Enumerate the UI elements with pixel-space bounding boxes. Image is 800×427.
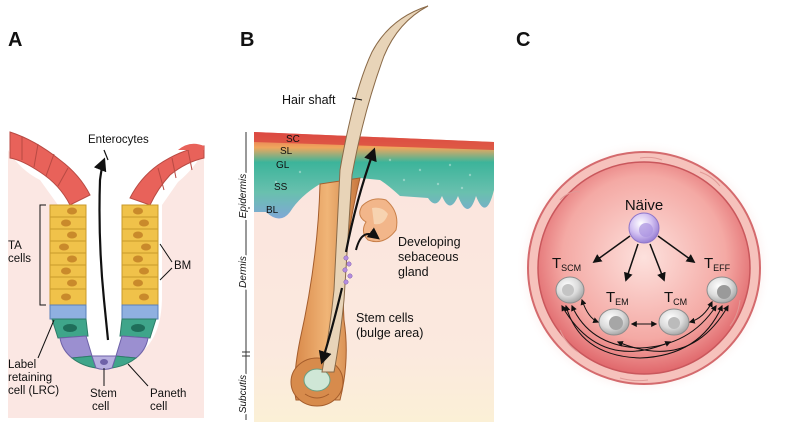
hair-shaft-pointer xyxy=(351,97,363,101)
tcm-label: TCM xyxy=(664,289,687,307)
gland-label-3: gland xyxy=(398,265,429,279)
teff-cell xyxy=(706,276,738,304)
ta-cells-label-1: TA xyxy=(8,240,22,252)
arrow-to-bulb xyxy=(318,287,344,365)
arrow-to-tscm xyxy=(592,235,631,264)
ss-label: SS xyxy=(274,182,288,193)
tscm-cell xyxy=(555,276,585,304)
hair-shaft-label: Hair shaft xyxy=(282,93,336,107)
tem-label: TEM xyxy=(606,289,629,307)
bm-pointer-2 xyxy=(159,267,173,281)
arrow-to-epidermis xyxy=(344,147,377,253)
lrc-cell-left xyxy=(49,304,87,320)
enterocytes-pointer xyxy=(103,149,109,161)
tscm-label: TSCM xyxy=(552,255,581,273)
arrow-to-tcm xyxy=(649,243,666,282)
paneth-label-2: cell xyxy=(150,401,167,413)
side-axis xyxy=(242,132,250,420)
bm-pointer-1 xyxy=(159,243,173,263)
lrc-pointer xyxy=(37,319,55,359)
stratum-corneum xyxy=(254,132,494,150)
panel-c-label: C xyxy=(516,29,530,51)
sl-label: SL xyxy=(280,146,293,157)
bm-label: BM xyxy=(174,260,191,272)
ta-bracket xyxy=(39,204,46,306)
ta-cells-label-2: cells xyxy=(8,253,31,265)
dermal-papilla xyxy=(303,368,331,392)
lrc-label-1: Label xyxy=(8,359,36,371)
gland-label-2: sebaceous xyxy=(398,250,458,264)
bulge-label-2: (bulge area) xyxy=(356,326,423,340)
panel-a-label: A xyxy=(8,29,22,51)
tcm-cell xyxy=(658,308,690,336)
lrc-label-3: cell (LRC) xyxy=(8,385,59,397)
arrow-to-teff xyxy=(657,235,696,264)
enterocytes-label: Enterocytes xyxy=(88,134,149,146)
paneth-label-1: Paneth xyxy=(150,388,186,400)
lrc-cell-right xyxy=(121,304,159,320)
crypt-base-cells xyxy=(49,304,159,370)
panel-b: B xyxy=(236,5,494,422)
epidermis-side-label: Epidermis xyxy=(238,174,249,218)
subcutis-side-label: Subcutis xyxy=(238,375,249,413)
interconversion-arrows xyxy=(561,298,729,359)
right-enterocytes xyxy=(129,143,205,206)
stem-label-1: Stem xyxy=(90,388,117,400)
migration-arrow xyxy=(93,157,110,341)
left-ta-cells xyxy=(49,204,87,306)
stem-label-2: cell xyxy=(92,401,109,413)
sc-label: SC xyxy=(286,134,300,145)
right-ta-cells xyxy=(121,204,159,306)
bulge-stem-cells xyxy=(342,255,353,285)
tem-cell xyxy=(598,308,630,336)
gland-label-1: Developing xyxy=(398,235,461,249)
arrow-to-tem xyxy=(624,243,639,282)
teff-label: TEFF xyxy=(704,255,731,273)
dermis-side-label: Dermis xyxy=(238,256,249,288)
panel-c: C Näive xyxy=(516,29,772,396)
bl-label: BL xyxy=(266,205,279,216)
bulge-label-1: Stem cells xyxy=(356,311,414,325)
gl-label: GL xyxy=(276,160,290,171)
paneth-pointer xyxy=(127,363,149,387)
panel-a: A xyxy=(8,29,205,418)
naive-label: Näive xyxy=(625,197,663,214)
epidermis-speckles xyxy=(274,158,472,190)
arrow-to-gland xyxy=(355,227,380,251)
epidermis xyxy=(254,132,494,219)
hair-shaft xyxy=(321,5,429,373)
lrc-label-2: retaining xyxy=(8,372,52,384)
panel-b-label: B xyxy=(240,29,254,51)
